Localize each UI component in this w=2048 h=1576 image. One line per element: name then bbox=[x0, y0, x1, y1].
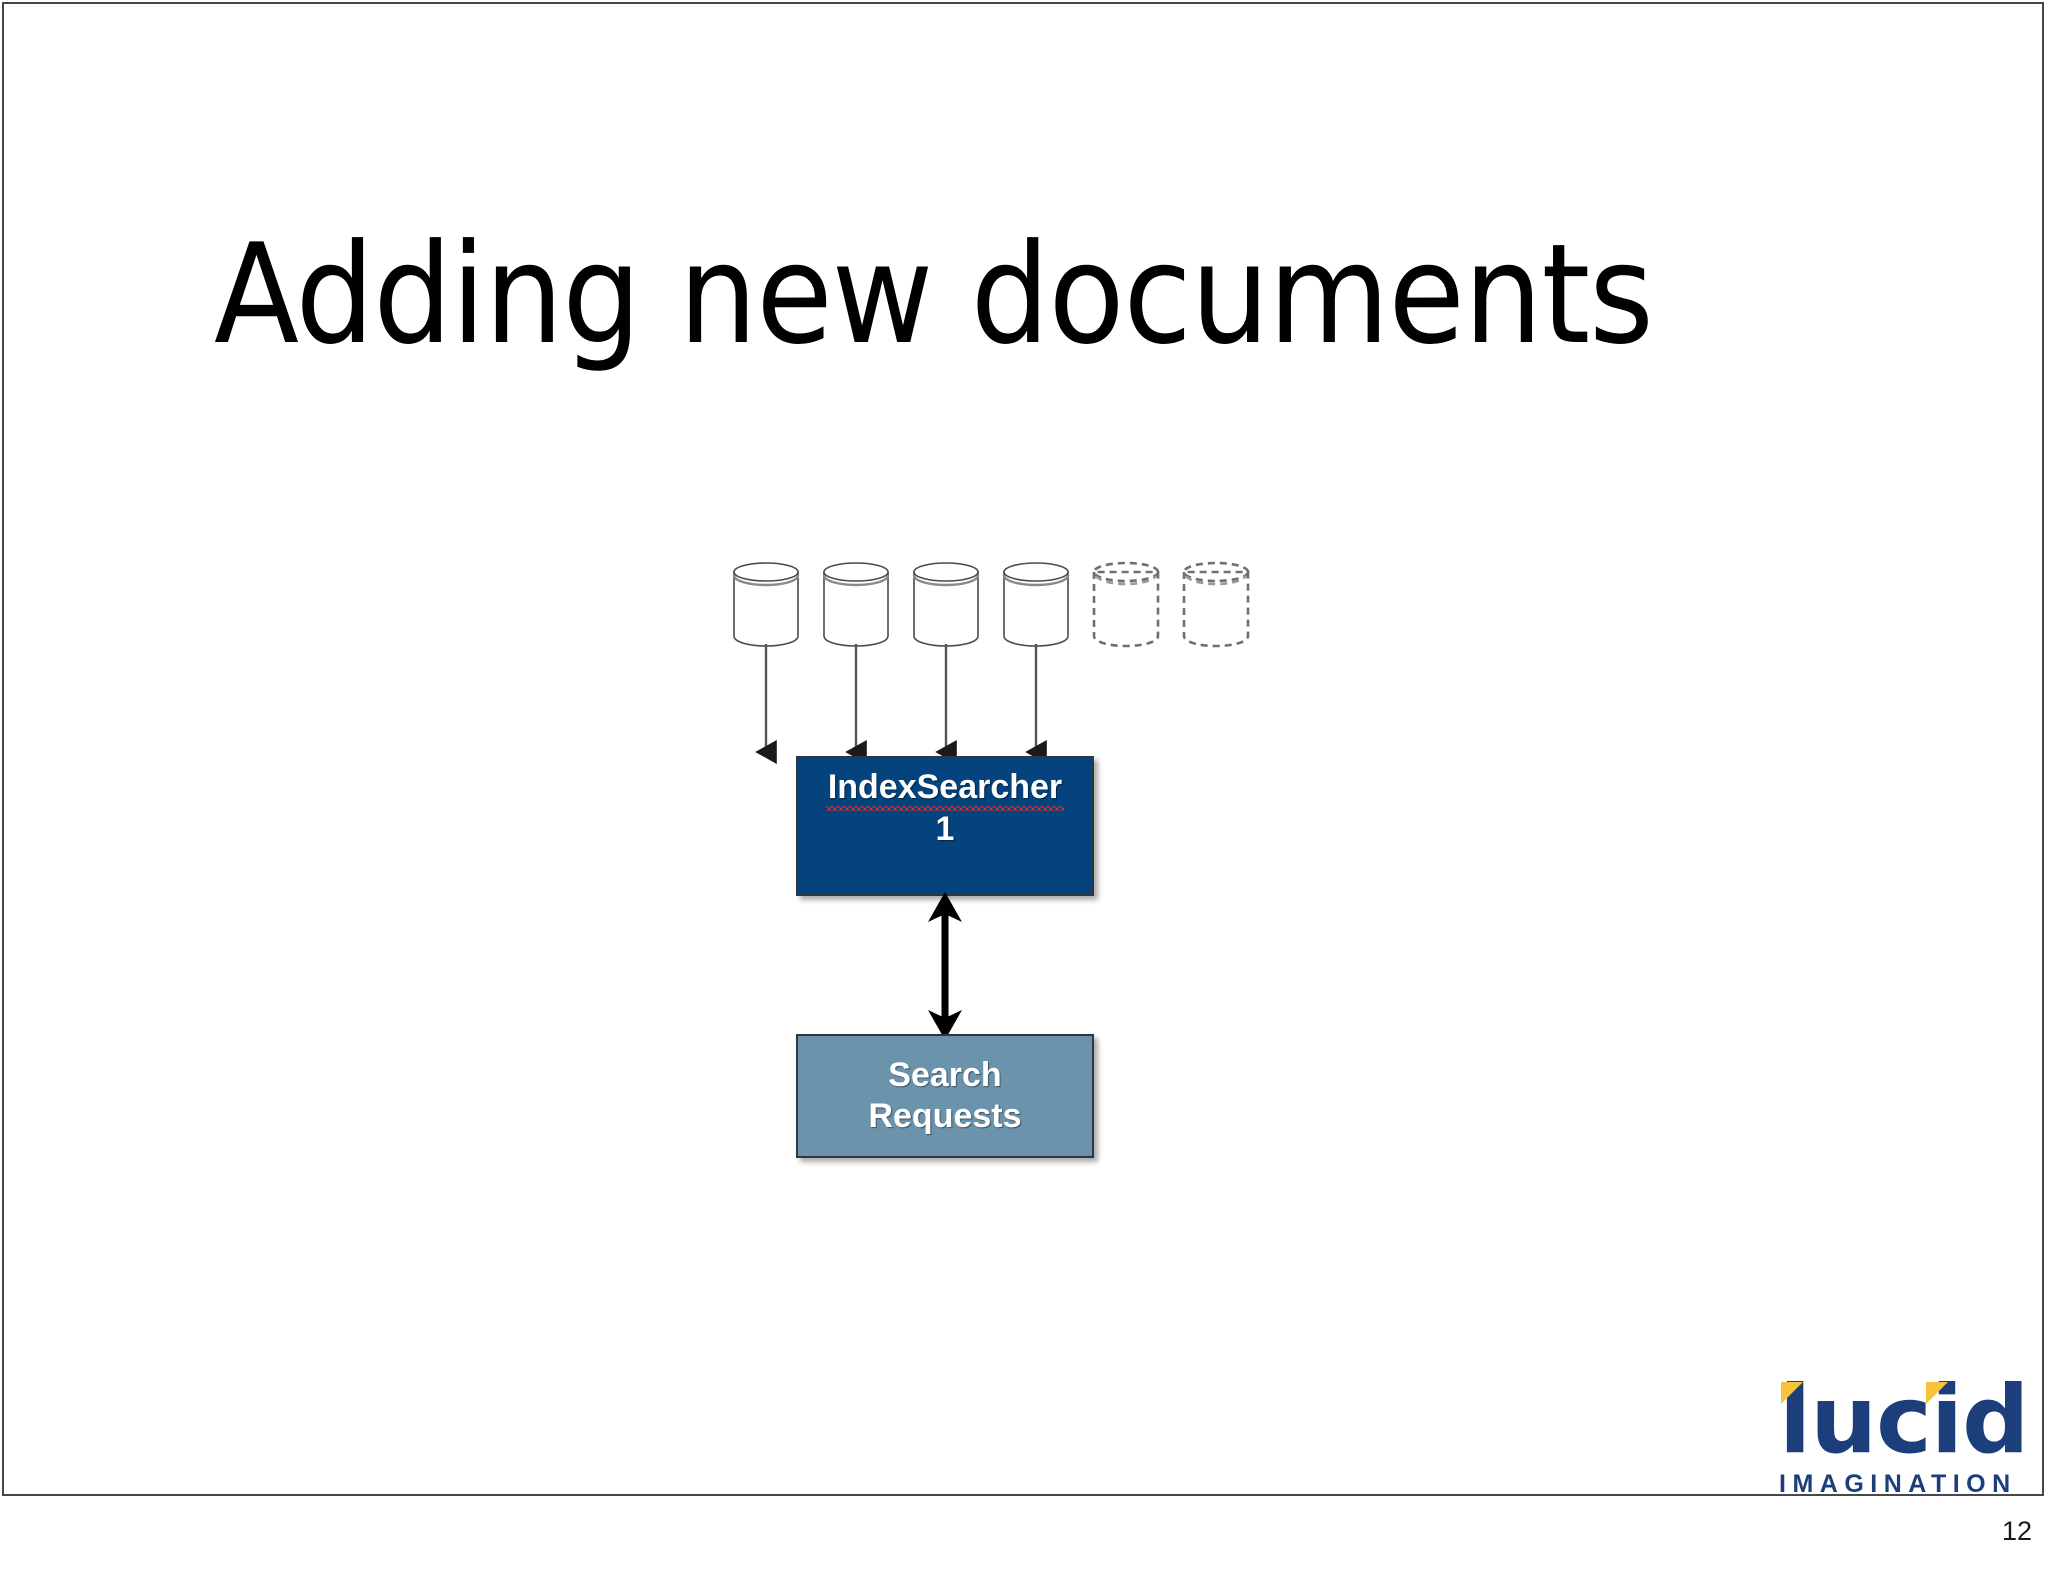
page-title: Adding new documents bbox=[214, 214, 1654, 376]
logo-wordmark: lucid bbox=[1779, 1374, 2029, 1468]
segment-feed-arrows bbox=[730, 644, 1350, 774]
search-requests-label-line1: Search bbox=[888, 1055, 1002, 1094]
index-segment-cylinder-2 bbox=[820, 558, 892, 650]
index-segment-cylinder-placeholder-5 bbox=[1090, 558, 1162, 650]
index-searcher-number: 1 bbox=[935, 809, 955, 848]
index-segment-cylinder-4 bbox=[1000, 558, 1072, 650]
logo-accent-i-icon bbox=[1926, 1382, 1948, 1404]
architecture-diagram: IndexSearcher 1 Search Requests bbox=[4, 4, 2046, 1498]
bidirectional-arrow-icon bbox=[922, 892, 968, 1040]
index-searcher-label: IndexSearcher bbox=[825, 768, 1065, 811]
page-number: 12 bbox=[2001, 1516, 2032, 1546]
index-segment-cylinder-3 bbox=[910, 558, 982, 650]
index-searcher-node[interactable]: IndexSearcher 1 bbox=[796, 756, 1094, 896]
slide-canvas: Adding new documents bbox=[2, 2, 2046, 1499]
search-requests-label-line2: Requests bbox=[868, 1097, 1022, 1135]
logo-word-text: lucid bbox=[1779, 1366, 2029, 1475]
index-segment-cylinder-placeholder-6 bbox=[1180, 558, 1252, 650]
logo-accent-l-icon bbox=[1781, 1382, 1803, 1404]
logo-tagline: IMAGINATION bbox=[1779, 1470, 2017, 1498]
lucid-imagination-logo: lucid IMAGINATION bbox=[1779, 1374, 2029, 1499]
search-requests-node[interactable]: Search Requests bbox=[796, 1034, 1094, 1158]
index-segment-cylinder-1 bbox=[730, 558, 802, 650]
index-segment-row bbox=[730, 558, 1350, 658]
